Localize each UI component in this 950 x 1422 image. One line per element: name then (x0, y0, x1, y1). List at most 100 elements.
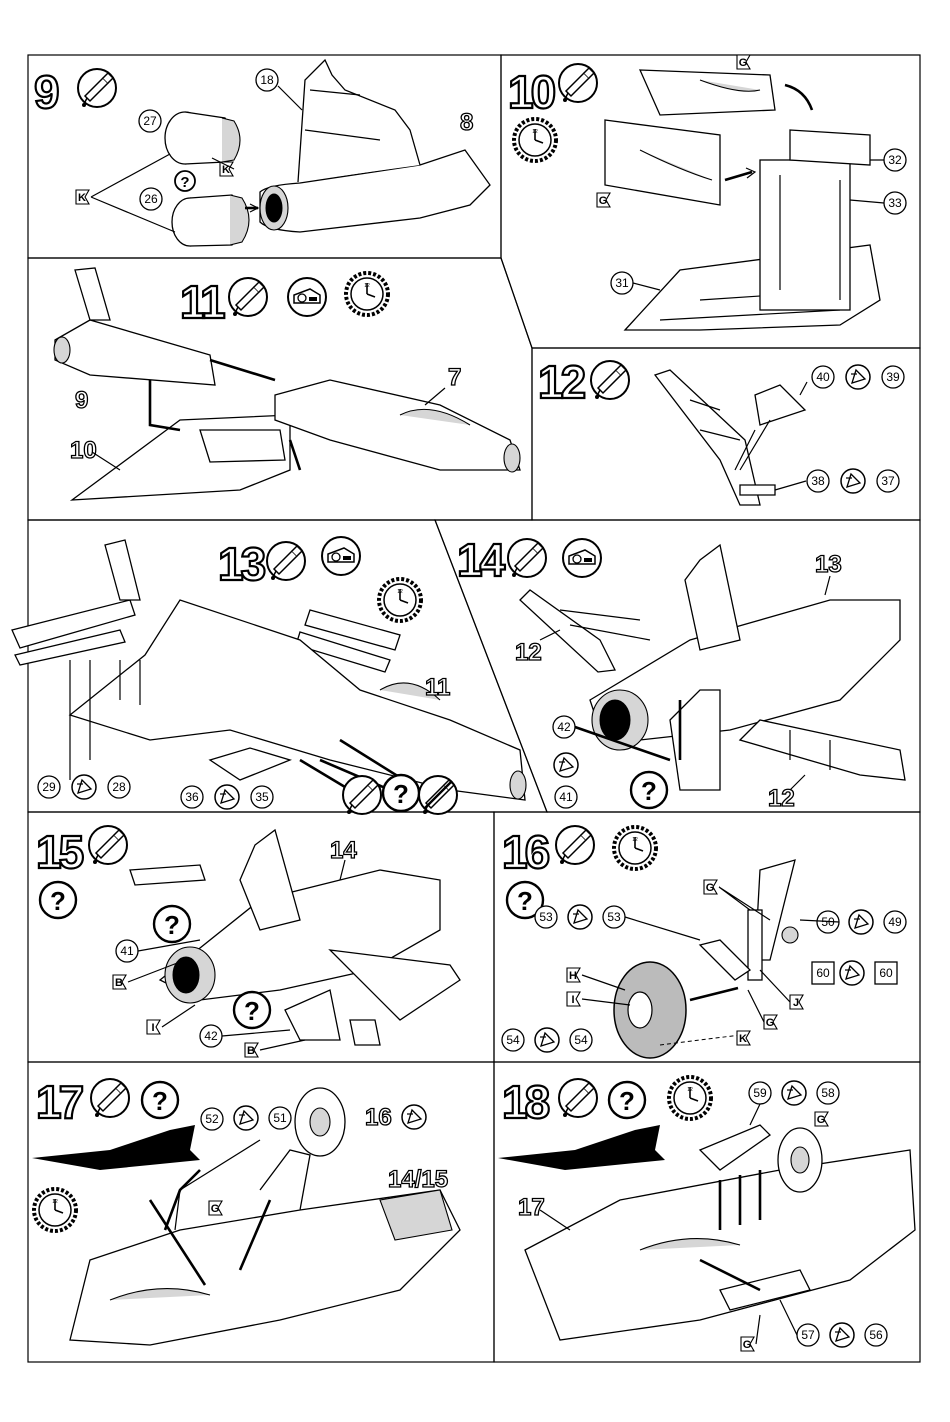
decal-code-g: G (737, 55, 750, 69)
decal-code-g: G (815, 1112, 828, 1126)
decal-code-b: B (245, 1043, 258, 1057)
step-number: 16 (502, 826, 549, 878)
part-callout: 53 (603, 906, 625, 928)
step-number: 18 (502, 1076, 550, 1128)
svg-text:29: 29 (42, 780, 56, 794)
question-mark: ? (164, 910, 180, 940)
decal-code-k: K (737, 1031, 750, 1045)
svg-text:G: G (766, 1017, 775, 1029)
svg-text:60: 60 (879, 966, 893, 980)
svg-text:35: 35 (255, 790, 269, 804)
decal-code-k: K (220, 162, 233, 176)
part-callout: 39 (882, 366, 904, 388)
part-callout: 18 (256, 69, 278, 91)
mirror-part-icon (849, 910, 873, 934)
glue-tube-icon (89, 826, 127, 864)
glue-tube-icon (78, 69, 116, 107)
assembly-number: 7 (448, 364, 461, 391)
assembly-number: 17 (518, 1194, 545, 1221)
svg-text:G: G (706, 882, 715, 894)
mirror-part-icon (535, 1028, 559, 1052)
svg-text:K: K (739, 1033, 747, 1045)
svg-text:B: B (247, 1045, 255, 1057)
svg-text:B: B (115, 977, 123, 989)
glue-tube-icon (91, 1079, 129, 1117)
mirror-part-icon (402, 1105, 426, 1129)
decal-code-g: G (597, 193, 610, 207)
mirror-part-icon (215, 785, 239, 809)
assembly-number: 16 (365, 1104, 392, 1131)
svg-text:49: 49 (888, 915, 902, 929)
part-callout: 26 (140, 188, 162, 210)
step-18: 18 ? 17 59 58 57 56 G G (498, 1076, 915, 1351)
step-12: 12 40 39 38 37 (538, 356, 904, 505)
part-callout: 31 (611, 272, 633, 294)
svg-text:G: G (739, 57, 748, 69)
decal-code-b: B (113, 975, 126, 989)
svg-text:41: 41 (120, 944, 134, 958)
tape-icon (288, 278, 326, 316)
question-mark: ? (152, 1086, 168, 1116)
question-mark: ? (393, 779, 409, 809)
svg-text:54: 54 (506, 1033, 520, 1047)
part-callout: 52 (201, 1108, 223, 1130)
glue-tube-icon (591, 361, 629, 399)
svg-text:53: 53 (607, 910, 621, 924)
part-callout: 38 (807, 470, 829, 492)
assembly-number: 11 (425, 674, 450, 701)
decal-code-g: G (704, 880, 717, 894)
step-14: 14 13 12 12 42 41 ? (457, 534, 905, 812)
decal-code-i: I (147, 1020, 160, 1034)
decal-code-j: J (790, 995, 803, 1009)
svg-text:K: K (78, 192, 86, 204)
step-number: 13 (218, 538, 265, 590)
svg-text:37: 37 (881, 474, 895, 488)
decal-code-h: H (567, 968, 580, 982)
svg-text:27: 27 (143, 114, 157, 128)
svg-text:52: 52 (205, 1112, 219, 1126)
svg-text:54: 54 (574, 1033, 588, 1047)
part-callout: 37 (877, 470, 899, 492)
step-13: 13 29 28 36 35 11 ? (12, 537, 526, 814)
mirror-part-icon (72, 775, 96, 799)
step-number: 15 (36, 826, 84, 878)
step-11: 11 9 10 7 (54, 268, 520, 500)
no-glue-icon (419, 776, 457, 814)
part-callout: 59 (749, 1082, 771, 1104)
clock-drying-icon (379, 579, 421, 621)
step-9: 9 27 26 18 ? K K 8 (34, 60, 490, 246)
glue-tube-icon (267, 542, 305, 580)
svg-text:G: G (211, 1203, 220, 1215)
svg-text:28: 28 (112, 780, 126, 794)
svg-text:42: 42 (204, 1029, 218, 1043)
part-callout: 40 (812, 366, 834, 388)
svg-text:33: 33 (888, 196, 902, 210)
step-number: 12 (538, 356, 585, 408)
svg-text:41: 41 (559, 790, 573, 804)
mirror-part-icon (234, 1106, 258, 1130)
part-callout: 32 (884, 149, 906, 171)
glue-tube-icon (559, 64, 597, 102)
part-callout: 49 (884, 911, 906, 933)
svg-text:39: 39 (886, 370, 900, 384)
part-callout: 51 (269, 1107, 291, 1129)
svg-text:G: G (599, 195, 608, 207)
part-callout: 35 (251, 786, 273, 808)
tape-icon (322, 537, 360, 575)
part-callout: 41 (555, 786, 577, 808)
svg-text:40: 40 (816, 370, 830, 384)
step-number: 17 (36, 1076, 83, 1128)
step-10: 10 G G 32 33 31 (508, 55, 906, 330)
mirror-part-icon (568, 905, 592, 929)
clock-drying-icon (346, 273, 388, 315)
svg-text:26: 26 (144, 192, 158, 206)
svg-text:58: 58 (821, 1086, 835, 1100)
svg-text:J: J (793, 997, 799, 1009)
mirror-part-icon (830, 1323, 854, 1347)
part-callout: 42 (553, 716, 575, 738)
assembly-number: 14/15 (388, 1166, 448, 1193)
question-mark: ? (517, 886, 533, 916)
svg-text:32: 32 (888, 153, 902, 167)
glue-tube-icon (229, 278, 267, 316)
svg-text:G: G (743, 1339, 752, 1351)
